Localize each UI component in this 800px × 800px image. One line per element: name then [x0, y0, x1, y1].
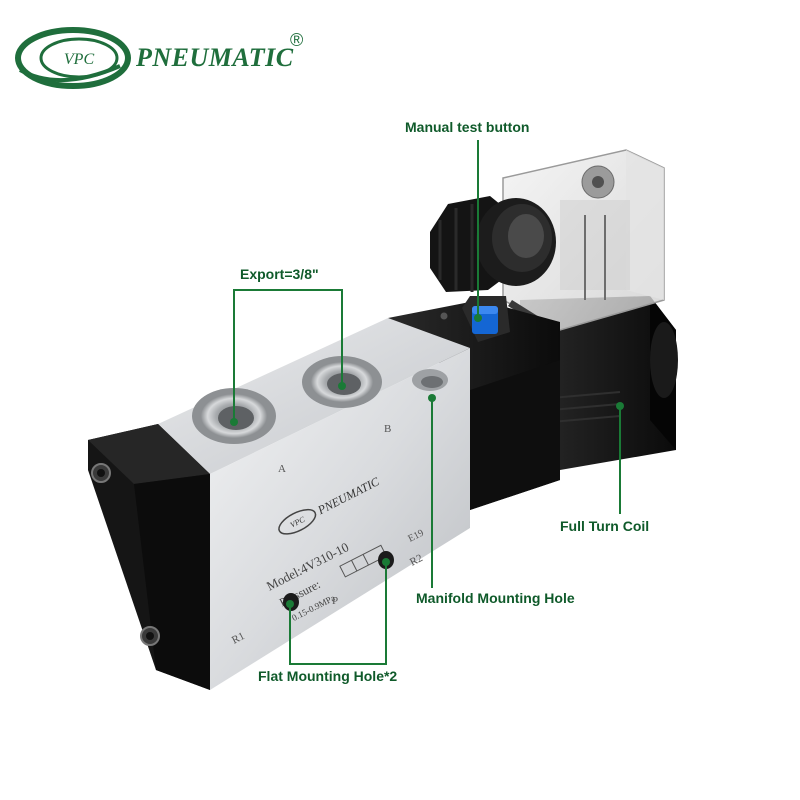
- manifold-hole-recess: [412, 369, 448, 391]
- logo-ring-outer: [15, 27, 131, 89]
- flat-hole-leader: [289, 562, 387, 665]
- export-label: Export=3/8": [240, 266, 319, 282]
- callout-dots: [230, 314, 624, 608]
- export-leader-bracket: [233, 289, 343, 420]
- valve-body: [88, 318, 470, 690]
- port-a-label: A: [278, 463, 286, 475]
- flat-mounting-hole-label: Flat Mounting Hole*2: [258, 668, 398, 684]
- cable-gland: [430, 196, 556, 292]
- port-p-label: P: [332, 595, 338, 607]
- port-r2-label: R2: [408, 552, 425, 569]
- registered-mark: ®: [290, 30, 304, 50]
- logo-emblem-text: VPC: [64, 51, 95, 68]
- valve-symbol: [339, 544, 387, 578]
- full-turn-coil-label: Full Turn Coil: [560, 518, 650, 534]
- manual-test-button-label: Manual test button: [405, 119, 530, 135]
- port-b-label: B: [384, 423, 391, 435]
- vpc-logo: VPC: [15, 27, 131, 89]
- logo-swoosh: [19, 64, 121, 83]
- brand-wordmark: PNEUMATIC: [136, 43, 294, 72]
- manifold-mounting-hole-label: Manifold Mounting Hole: [416, 590, 575, 606]
- callout-lines: [233, 140, 621, 665]
- valve-body-front: [210, 348, 470, 690]
- port-r1-label: R1: [230, 630, 247, 647]
